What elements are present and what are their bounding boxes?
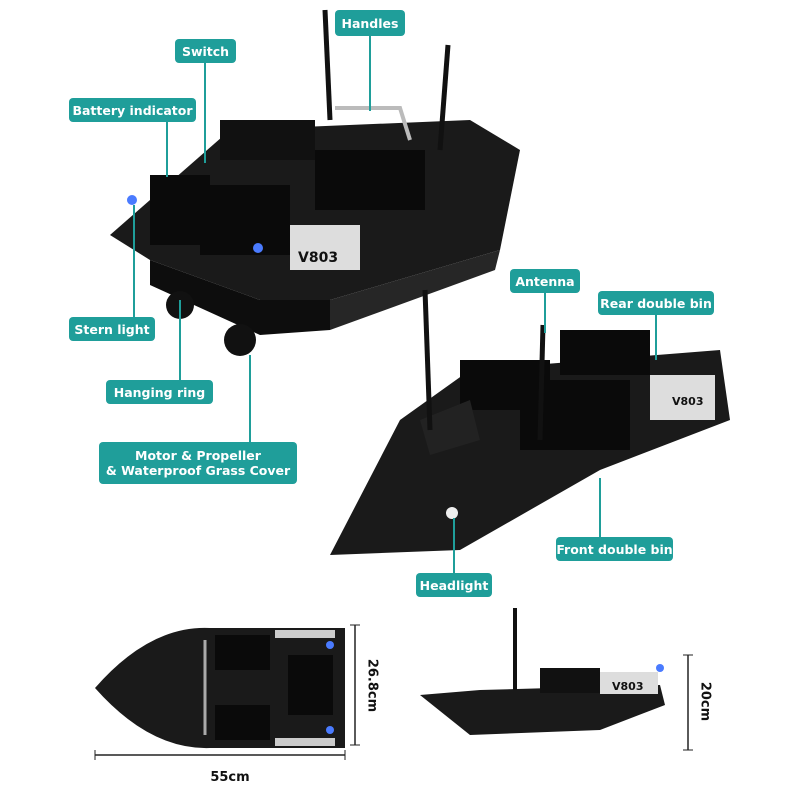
leader-line xyxy=(544,293,546,333)
leader-line xyxy=(133,205,135,317)
svg-text:V803: V803 xyxy=(612,680,643,693)
svg-text:V803: V803 xyxy=(298,250,338,266)
leader-line xyxy=(166,122,168,177)
leader-line xyxy=(453,518,455,573)
dimension-height: 20cm xyxy=(697,681,713,722)
label-rear-double-bin: Rear double bin xyxy=(598,291,714,315)
label-front-double-bin: Front double bin xyxy=(556,537,673,561)
boat-side-view: V803 xyxy=(420,608,693,751)
leader-line xyxy=(369,36,371,111)
label-hanging-ring: Hanging ring xyxy=(106,380,213,404)
leader-line xyxy=(204,63,206,163)
boat-top-view xyxy=(94,624,360,760)
boat-front-view: V803 xyxy=(330,289,730,555)
svg-text:V803: V803 xyxy=(672,395,703,408)
leader-line xyxy=(599,478,601,537)
label-stern-light: Stern light xyxy=(69,317,155,341)
label-motor-propeller: Motor & Propeller & Waterproof Grass Cov… xyxy=(99,442,297,484)
label-motor-line1: Motor & Propeller xyxy=(135,448,261,463)
label-antenna: Antenna xyxy=(510,269,580,293)
dimension-width: 26.8cm xyxy=(364,658,380,713)
label-headlight: Headlight xyxy=(416,573,492,597)
dimension-length: 55cm xyxy=(210,770,250,785)
leader-line xyxy=(179,300,181,380)
leader-line xyxy=(249,355,251,442)
label-motor-line2: & Waterproof Grass Cover xyxy=(105,463,291,478)
label-battery-indicator: Battery indicator xyxy=(69,98,196,122)
label-handles: Handles xyxy=(335,10,405,36)
label-switch: Switch xyxy=(175,39,236,63)
leader-line xyxy=(655,315,657,360)
boat-rear-view: V803 xyxy=(110,9,520,356)
